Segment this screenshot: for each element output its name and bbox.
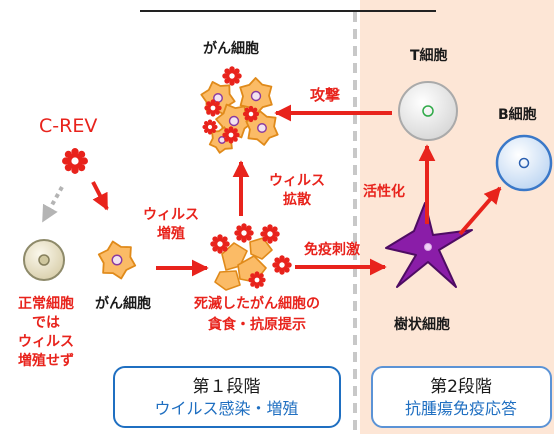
stage1-subtitle: ウイルス感染・増殖 [154, 399, 299, 418]
infected-cancer-cells [210, 223, 292, 291]
label-c-rev: C-REV [39, 115, 98, 137]
label-normal-cell-4: 増殖せず [18, 353, 74, 369]
stage1-title: 第１段階 [192, 377, 261, 397]
label-virus-multiply-1: ウィルス [143, 207, 199, 223]
b-cell [495, 134, 553, 192]
label-phagocytosis-2: 貪食・抗原提示 [208, 317, 306, 333]
t-cell-nucleus [422, 105, 434, 117]
stage2-box: 第2段階 抗腫瘍免疫応答 [371, 366, 552, 428]
c-rev-virus [62, 148, 88, 174]
arrow-crev-to-cancer [91, 181, 109, 211]
label-activation: 活性化 [363, 184, 405, 200]
normal-cell-nucleus [38, 254, 50, 266]
label-virus-multiply-2: 増殖 [157, 226, 185, 242]
label-cancer-cell-cluster: がん細胞 [203, 41, 259, 57]
label-normal-cell-1: 正常細胞 [18, 296, 74, 312]
label-immune-stimulation: 免疫刺激 [304, 242, 360, 258]
label-dendritic-cell: 樹状細胞 [394, 317, 450, 333]
arrow-crev-to-normal [41, 186, 64, 223]
stage2-subtitle: 抗腫瘍免疫応答 [404, 399, 517, 418]
b-cell-nucleus [518, 157, 530, 169]
dendritic-cell [385, 202, 473, 288]
label-normal-cell-2: では [32, 315, 60, 331]
label-attack: 攻撃 [310, 86, 341, 104]
stage2-title: 第2段階 [430, 377, 492, 397]
label-phagocytosis-1: 死滅したがん細胞の [194, 296, 320, 312]
cancer-cell-cluster [200, 66, 279, 154]
t-cell [398, 81, 458, 141]
label-virus-spread-1: ウィルス [269, 173, 325, 189]
label-virus-spread-2: 拡散 [283, 192, 311, 208]
arrow-to-b-cell [458, 186, 502, 236]
stage2-background [360, 0, 554, 434]
stage1-box: 第１段階 ウイルス感染・増殖 [113, 366, 341, 428]
label-t-cell: T細胞 [410, 48, 448, 64]
label-normal-cell-3: ウィルス [18, 334, 74, 350]
cancer-cell-single [97, 240, 137, 280]
label-b-cell: B細胞 [498, 107, 537, 123]
label-cancer-cell-single: がん細胞 [95, 296, 151, 312]
